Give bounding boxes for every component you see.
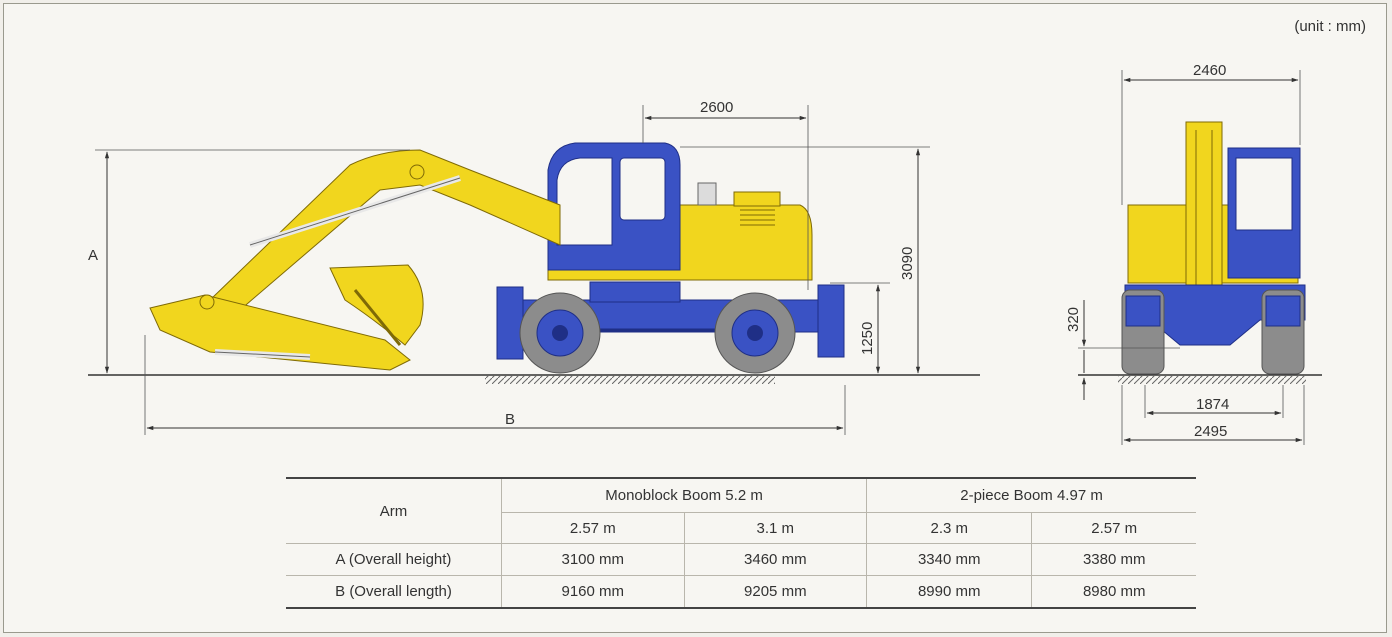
arm-length: 2.57 m	[501, 512, 685, 544]
table-cell: 9160 mm	[501, 575, 685, 609]
engine-hood	[733, 191, 781, 207]
table-cell: 3460 mm	[683, 543, 867, 576]
front-dimensions	[1078, 70, 1305, 445]
label-b: B	[505, 411, 515, 428]
table-cell: 3380 mm	[1031, 543, 1196, 576]
cab-window-front	[556, 157, 613, 246]
dim-3090: 3090	[899, 247, 916, 280]
table-header-row: Arm Monoblock Boom 5.2 m 2-piece Boom 4.…	[286, 478, 1196, 544]
ground-hatch-front	[1118, 376, 1306, 384]
arm-length: 3.1 m	[683, 512, 867, 544]
front-view-excavator	[1121, 121, 1306, 375]
side-view-excavator	[149, 142, 845, 374]
dim-1874: 1874	[1196, 396, 1229, 413]
arm	[149, 294, 411, 371]
front-cab-window	[1235, 157, 1293, 231]
dim-2600: 2600	[700, 99, 733, 116]
cab-window-side	[619, 157, 666, 221]
row-label: A (Overall height)	[286, 543, 502, 576]
table-cell: 8990 mm	[866, 575, 1032, 609]
unit-label: (unit : mm)	[1294, 18, 1366, 35]
label-a: A	[88, 247, 98, 264]
table-row: A (Overall height) 3100 mm 3460 mm 3340 …	[286, 543, 1196, 576]
dim-2460: 2460	[1193, 62, 1226, 79]
table-cell: 8980 mm	[1031, 575, 1196, 609]
table-cell: 3340 mm	[866, 543, 1032, 576]
boom	[209, 149, 561, 311]
outrigger-left	[496, 286, 524, 360]
slewing-ring	[589, 281, 681, 303]
ground-hatch-side	[485, 376, 775, 384]
arm-header: Arm	[286, 478, 502, 544]
group-2piece: 2-piece Boom 4.97 m	[866, 478, 1196, 513]
dim-320: 320	[1065, 307, 1082, 332]
spec-table: Arm Monoblock Boom 5.2 m 2-piece Boom 4.…	[286, 477, 1196, 609]
table-row: B (Overall length) 9160 mm 9205 mm 8990 …	[286, 575, 1196, 609]
bucket	[329, 264, 424, 346]
table-cell: 3100 mm	[501, 543, 685, 576]
outrigger-right	[817, 284, 845, 358]
arm-length: 2.57 m	[1031, 512, 1196, 544]
group-monoblock: Monoblock Boom 5.2 m	[500, 478, 867, 513]
side-dimensions	[95, 105, 930, 435]
arm-length: 2.3 m	[866, 512, 1032, 544]
row-label: B (Overall length)	[286, 575, 502, 609]
table-cell: 9205 mm	[683, 575, 867, 609]
dim-2495: 2495	[1194, 423, 1227, 440]
table-arm-row: 2.57 m 3.1 m 2.3 m 2.57 m	[286, 512, 1196, 544]
dim-1250: 1250	[859, 322, 876, 355]
exhaust	[697, 182, 717, 206]
